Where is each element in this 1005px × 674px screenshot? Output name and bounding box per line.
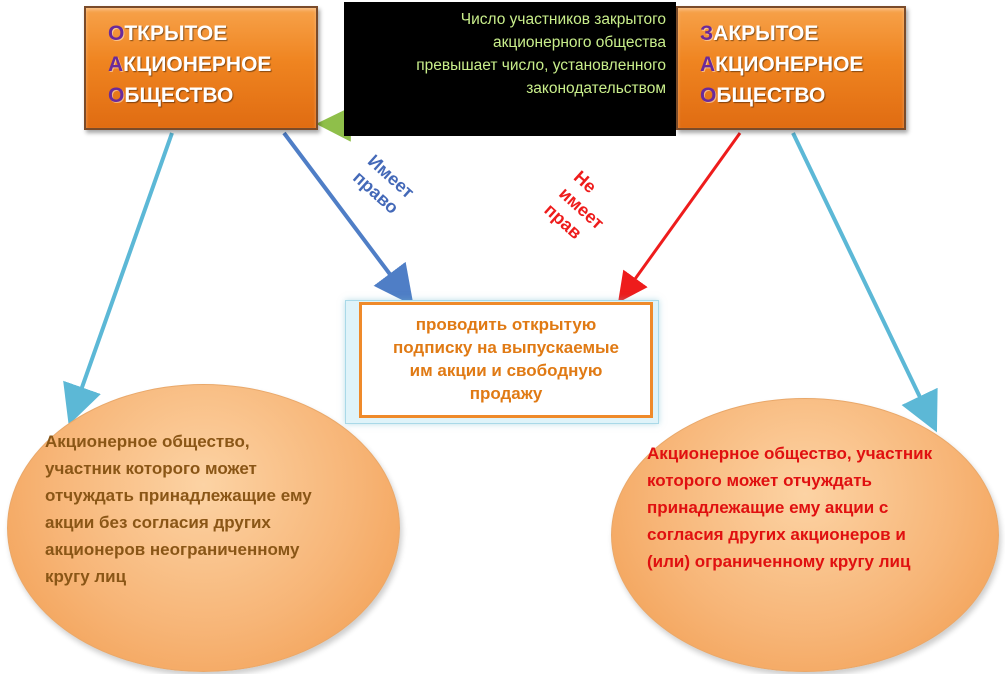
action-line-4: продажу bbox=[469, 384, 543, 403]
member-limit-note: Число участников закрытого акционерного … bbox=[344, 2, 676, 136]
action-line-3: им акции и свободную bbox=[409, 361, 603, 380]
closed-company-line-3: ОБЩЕСТВО bbox=[700, 84, 826, 107]
left-result-ellipse bbox=[7, 384, 400, 672]
left-result-text: Акционерное общество, участник которого … bbox=[45, 432, 312, 586]
action-line-1: проводить открытую bbox=[415, 315, 597, 334]
right-result-ellipse bbox=[611, 398, 999, 672]
action-line-2: подписку на выпускаемые bbox=[393, 338, 619, 357]
arrow-open-to-left-result bbox=[63, 132, 174, 426]
right-result-text: Акционерное общество, участник которого … bbox=[647, 444, 933, 571]
arrow-closed-to-right-result bbox=[791, 132, 938, 433]
open-company-line-3: ОБЩЕСТВО bbox=[108, 84, 234, 107]
note-line-4: законодательством bbox=[526, 80, 666, 97]
closed-joint-stock-company-box: ЗАКРЫТОЕ АКЦИОНЕРНОЕ ОБЩЕСТВО bbox=[676, 6, 906, 130]
open-company-line-2: АКЦИОНЕРНОЕ bbox=[108, 53, 272, 76]
arrow-open-to-action bbox=[282, 131, 414, 306]
note-line-2: акционерного общества bbox=[492, 34, 666, 51]
closed-company-line-2: АКЦИОНЕРНОЕ bbox=[700, 53, 864, 76]
arrow-closed-to-action bbox=[617, 132, 742, 303]
note-line-1: Число участников закрытого bbox=[460, 11, 666, 28]
open-joint-stock-company-box: ОТКРЫТОЕ АКЦИОНЕРНОЕ ОБЩЕСТВО bbox=[84, 6, 318, 130]
open-company-line-1: ОТКРЫТОЕ bbox=[108, 22, 228, 45]
public-subscription-action-box: проводить открытую подписку на выпускаем… bbox=[359, 302, 653, 418]
note-line-3: превышает число, установленного bbox=[416, 57, 666, 74]
closed-company-line-1: ЗАКРЫТОЕ bbox=[700, 22, 819, 45]
